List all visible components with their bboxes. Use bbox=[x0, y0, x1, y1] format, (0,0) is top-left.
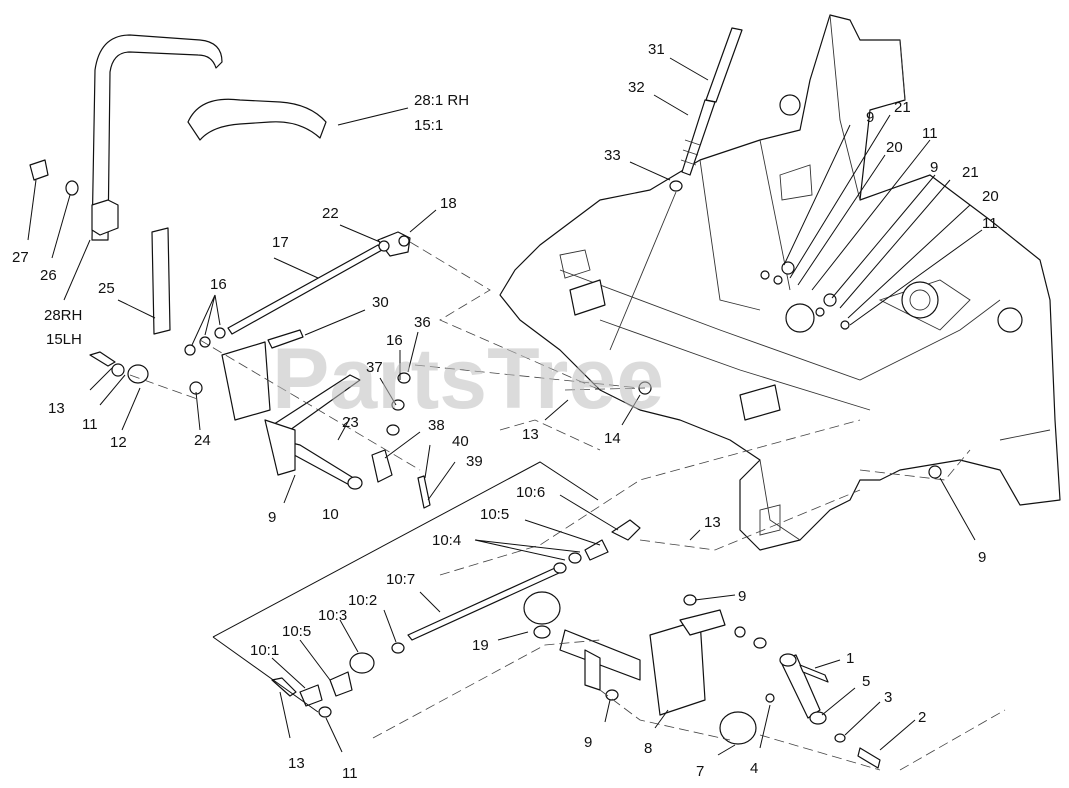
linkage-rod-assembly bbox=[271, 519, 641, 718]
callout-9-bottom: 9 bbox=[584, 734, 592, 751]
callout-20-upper: 20 bbox=[886, 139, 903, 156]
callout-22: 22 bbox=[322, 205, 339, 222]
callout-27: 27 bbox=[12, 249, 29, 266]
callout-11-lower: 11 bbox=[982, 215, 998, 232]
callout-2: 2 bbox=[918, 709, 926, 726]
callout-11-bottom: 11 bbox=[342, 765, 358, 782]
callout-10-5-upper: 10:5 bbox=[480, 506, 509, 523]
callout-19: 19 bbox=[472, 637, 489, 654]
callout-9-upper: 9 bbox=[866, 109, 874, 126]
callout-24: 24 bbox=[194, 432, 211, 449]
callout-3: 3 bbox=[884, 689, 892, 706]
callout-9-lower-right: 9 bbox=[738, 588, 746, 605]
callout-10-4: 10:4 bbox=[432, 532, 461, 549]
callout-13-left: 13 bbox=[48, 400, 65, 417]
callout-10-7: 10:7 bbox=[386, 571, 415, 588]
leader-lines bbox=[27, 57, 983, 756]
motion-control-handle bbox=[91, 34, 327, 241]
callout-28-1-rh: 28:1 RH bbox=[414, 92, 469, 109]
spring-rod bbox=[609, 27, 743, 351]
callout-16-upper: 16 bbox=[210, 276, 227, 293]
callout-8: 8 bbox=[644, 740, 652, 757]
callout-15-1: 15:1 bbox=[414, 117, 443, 134]
callout-23: 23 bbox=[342, 414, 359, 431]
callout-10-5-lower: 10:5 bbox=[282, 623, 311, 640]
callout-39: 39 bbox=[466, 453, 483, 470]
callout-9-right: 9 bbox=[930, 159, 938, 176]
callout-14: 14 bbox=[604, 430, 621, 447]
callout-38: 38 bbox=[428, 417, 445, 434]
handle-bracket bbox=[151, 227, 171, 335]
handle-bolt-and-washer bbox=[29, 159, 79, 196]
callout-11-left: 11 bbox=[82, 416, 98, 433]
callout-31: 31 bbox=[648, 41, 665, 58]
callout-1: 1 bbox=[846, 650, 854, 667]
callout-17: 17 bbox=[272, 234, 289, 251]
callout-32: 32 bbox=[628, 79, 645, 96]
callout-13-center: 13 bbox=[522, 426, 539, 443]
rod-hardware bbox=[89, 240, 390, 384]
damper-link bbox=[765, 653, 881, 769]
callout-10-6: 10:6 bbox=[516, 484, 545, 501]
callout-labels: 31 32 33 28:1 RH 15:1 27 26 28RH 15LH 22… bbox=[12, 41, 999, 782]
callout-7: 7 bbox=[696, 763, 704, 780]
callout-30: 30 bbox=[372, 294, 389, 311]
callout-16-middle: 16 bbox=[386, 332, 403, 349]
pivot-shaft-assembly bbox=[189, 341, 363, 490]
callout-9-far-right: 9 bbox=[978, 549, 986, 566]
callout-10-2: 10:2 bbox=[348, 592, 377, 609]
callout-11-upper: 11 bbox=[922, 125, 938, 142]
callout-36: 36 bbox=[414, 314, 431, 331]
watermark-text: PartsTree bbox=[272, 331, 664, 427]
construction-lines bbox=[129, 241, 1006, 771]
callout-10: 10 bbox=[322, 506, 339, 523]
callout-37: 37 bbox=[366, 359, 383, 376]
callout-20-lower: 20 bbox=[982, 188, 999, 205]
callout-4: 4 bbox=[750, 760, 758, 777]
callout-9-left: 9 bbox=[268, 509, 276, 526]
callout-10-1: 10:1 bbox=[250, 642, 279, 659]
assembly-10-bracket bbox=[212, 461, 599, 713]
callout-15lh: 15LH bbox=[46, 331, 82, 348]
callout-21-upper: 21 bbox=[894, 99, 911, 116]
callout-26: 26 bbox=[40, 267, 57, 284]
callout-12: 12 bbox=[110, 434, 127, 451]
callout-13-right: 13 bbox=[704, 514, 721, 531]
pivot-arm-assembly bbox=[523, 591, 767, 745]
callout-40: 40 bbox=[452, 433, 469, 450]
callout-25: 25 bbox=[98, 280, 115, 297]
callout-13-bottom: 13 bbox=[288, 755, 305, 772]
callout-33: 33 bbox=[604, 147, 621, 164]
callout-10-3: 10:3 bbox=[318, 607, 347, 624]
callout-28rh: 28RH bbox=[44, 307, 82, 324]
callout-21-lower: 21 bbox=[962, 164, 979, 181]
damper-stack bbox=[371, 372, 431, 509]
callout-18: 18 bbox=[440, 195, 457, 212]
callout-5: 5 bbox=[862, 673, 870, 690]
